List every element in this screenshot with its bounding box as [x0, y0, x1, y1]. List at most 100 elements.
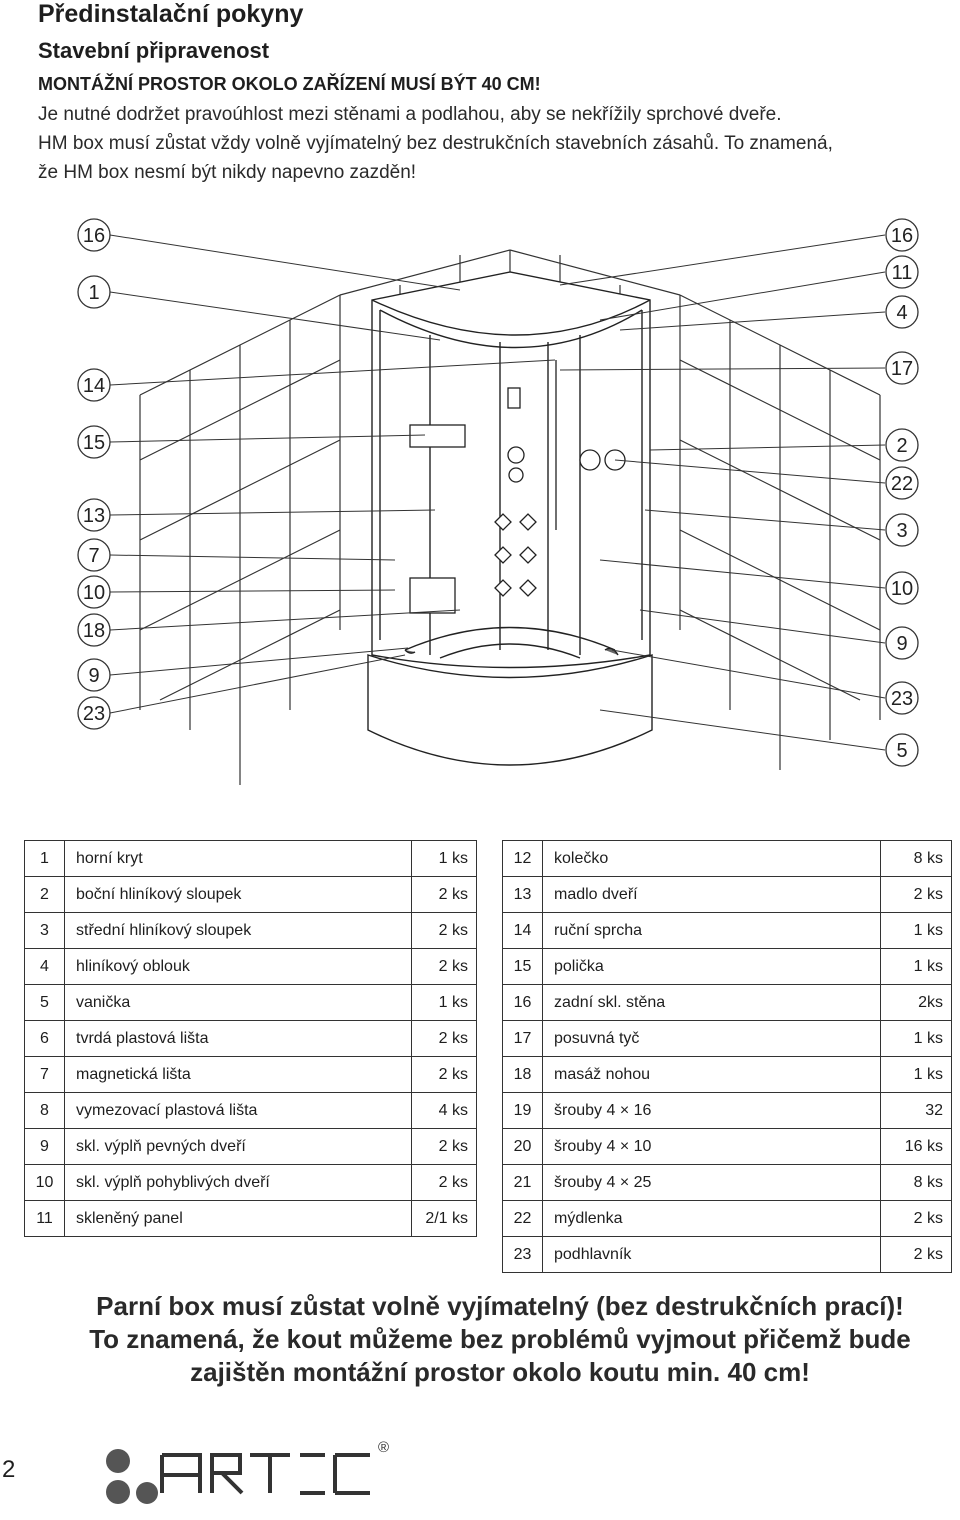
part-quantity: 2ks [880, 984, 952, 1021]
notice-line: To znamená, že kout můžeme bez problémů … [89, 1324, 911, 1354]
part-quantity: 2 ks [411, 876, 477, 913]
callout-label: 14 [83, 375, 105, 397]
part-quantity: 8 ks [880, 1164, 952, 1201]
part-name: šrouby 4 × 16 [542, 1092, 881, 1129]
callout-label: 5 [896, 740, 907, 762]
part-number: 9 [24, 1128, 65, 1165]
callout-label: 23 [83, 703, 105, 725]
part-name: kolečko [542, 840, 881, 877]
part-quantity: 2 ks [411, 1128, 477, 1165]
callout-circle [885, 513, 919, 547]
part-quantity: 2 ks [411, 1020, 477, 1057]
part-quantity: 2 ks [411, 912, 477, 949]
part-number: 13 [502, 876, 543, 913]
part-name: šrouby 4 × 25 [542, 1164, 881, 1201]
callout-circle [77, 658, 111, 692]
part-quantity: 16 ks [880, 1128, 952, 1165]
callout-label: 3 [896, 520, 907, 542]
part-number: 14 [502, 912, 543, 949]
callout-circle [77, 696, 111, 730]
part-name: mýdlenka [542, 1200, 881, 1237]
callout-circle [885, 626, 919, 660]
part-name: skl. výplň pohyblivých dveří [64, 1164, 412, 1201]
part-quantity: 2 ks [411, 948, 477, 985]
tray [367, 626, 653, 766]
callout-circle [77, 498, 111, 532]
part-quantity: 8 ks [880, 840, 952, 877]
part-number: 6 [24, 1020, 65, 1057]
part-name: masáž nohou [542, 1056, 881, 1093]
part-number: 3 [24, 912, 65, 949]
part-name: posuvná tyč [542, 1020, 881, 1057]
callout-label: 1 [88, 282, 99, 304]
part-name: polička [542, 948, 881, 985]
callout-circle [77, 218, 111, 252]
registered-mark: ® [378, 1439, 389, 1456]
callout-circle [885, 428, 919, 462]
callout-label: 9 [88, 665, 99, 687]
part-quantity: 1 ks [880, 1020, 952, 1057]
part-quantity: 4 ks [411, 1092, 477, 1129]
part-number: 23 [502, 1236, 543, 1273]
callout-circle [77, 613, 111, 647]
part-number: 4 [24, 948, 65, 985]
callout-circle [77, 275, 111, 309]
part-name: hliníkový oblouk [64, 948, 412, 985]
callout-label: 23 [891, 688, 913, 710]
callout-circle [77, 575, 111, 609]
callout-circle [885, 681, 919, 715]
part-name: tvrdá plastová lišta [64, 1020, 412, 1057]
callout-label: 17 [891, 358, 913, 380]
callout-label: 16 [891, 225, 913, 247]
callout-circle [885, 295, 919, 329]
part-number: 10 [24, 1164, 65, 1201]
instruction-line: Je nutné dodržet pravoúhlost mezi stěnam… [38, 104, 782, 125]
part-name: magnetická lišta [64, 1056, 412, 1093]
callout-label: 16 [83, 225, 105, 247]
callout-circle [885, 466, 919, 500]
part-name: zadní skl. stěna [542, 984, 881, 1021]
fixtures [409, 360, 626, 614]
part-number: 8 [24, 1092, 65, 1129]
page-title: Předinstalační pokyny [38, 0, 304, 28]
part-quantity: 2 ks [880, 1236, 952, 1273]
part-number: 7 [24, 1056, 65, 1093]
part-number: 19 [502, 1092, 543, 1129]
part-number: 17 [502, 1020, 543, 1057]
callout-circle [77, 538, 111, 572]
callout-label: 10 [83, 582, 105, 604]
part-name: horní kryt [64, 840, 412, 877]
part-name: madlo dveří [542, 876, 881, 913]
callout-label: 15 [83, 432, 105, 454]
callout-circle [885, 733, 919, 767]
callout-label: 7 [88, 545, 99, 567]
part-name: šrouby 4 × 10 [542, 1128, 881, 1165]
logo-wordmark [160, 1453, 370, 1495]
space-warning: MONTÁŽNÍ PROSTOR OKOLO ZAŘÍZENÍ MUSÍ BÝT… [38, 74, 541, 94]
instructions-paragraph: Je nutné dodržet pravoúhlost mezi stěnam… [38, 100, 948, 187]
callout-circle [77, 368, 111, 402]
part-name: ruční sprcha [542, 912, 881, 949]
part-number: 5 [24, 984, 65, 1021]
logo-mark-icon [106, 1449, 158, 1504]
notice-line: zajištěn montážní prostor okolo koutu mi… [190, 1357, 810, 1387]
part-number: 22 [502, 1200, 543, 1237]
callout-label: 9 [896, 633, 907, 655]
callout-label: 10 [891, 578, 913, 600]
